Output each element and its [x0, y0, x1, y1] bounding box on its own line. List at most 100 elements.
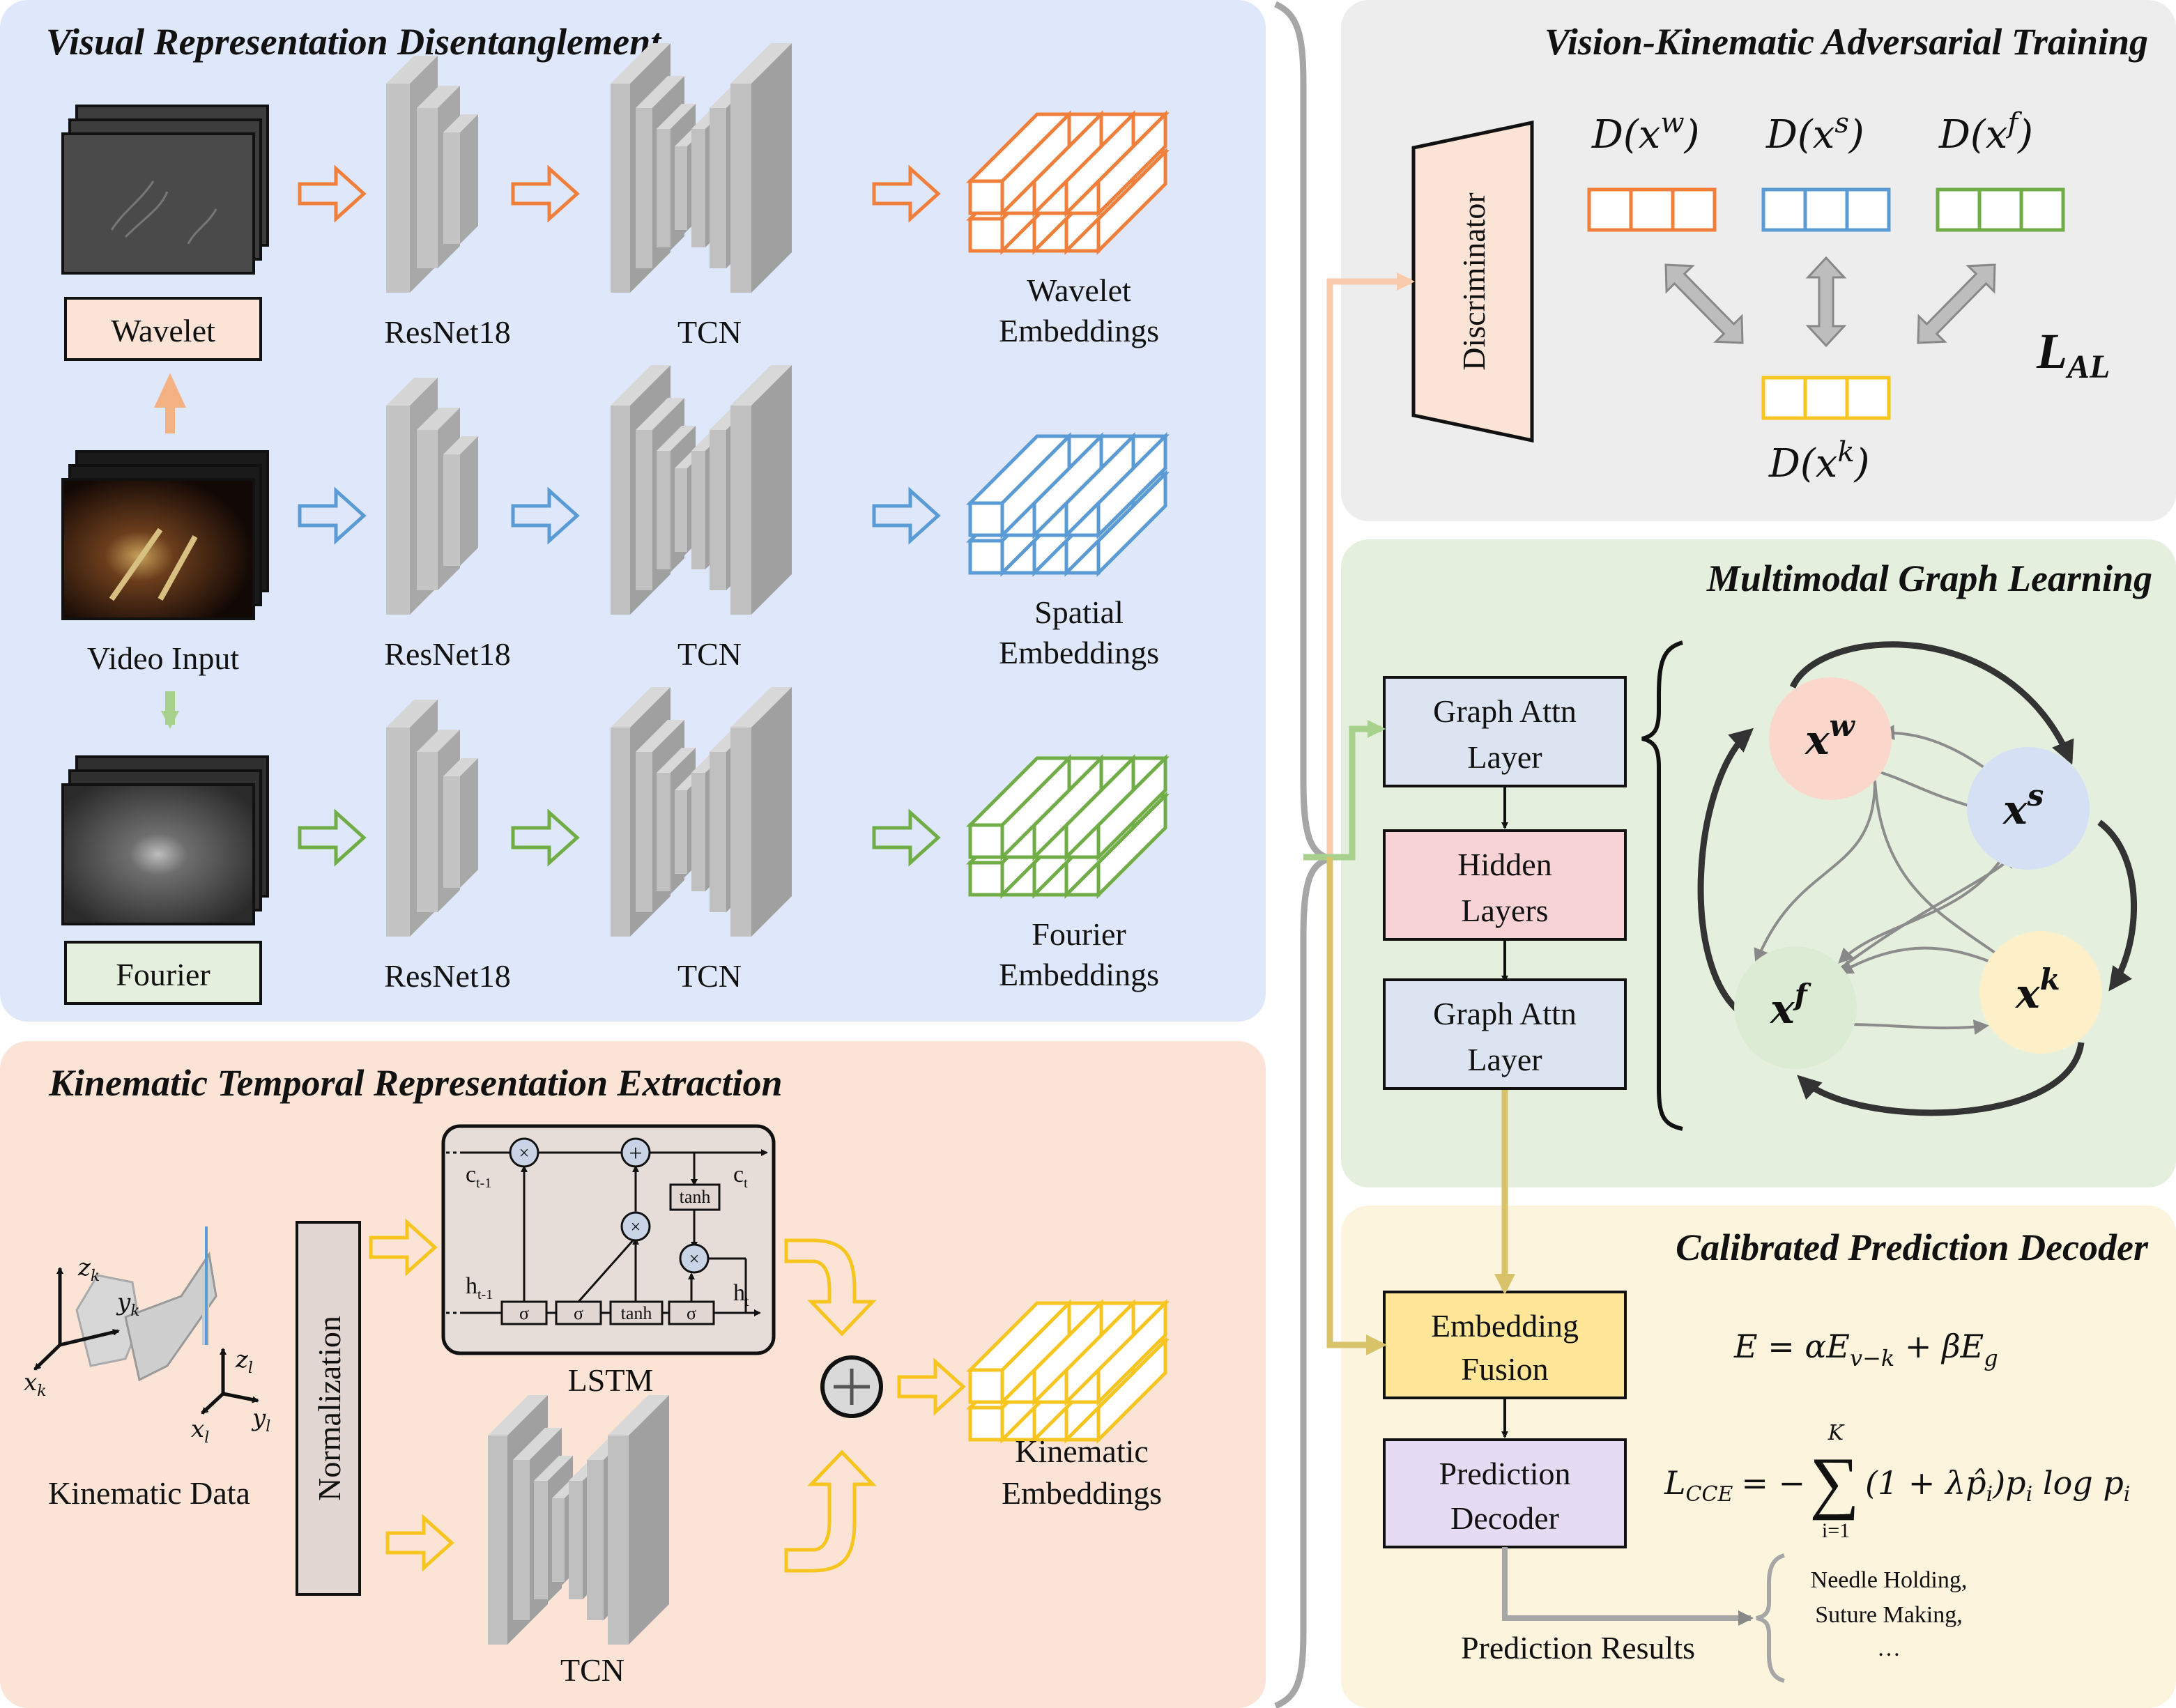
kinematic-axes — [33, 1267, 259, 1415]
decoder-to-results-arrow — [1502, 1547, 1754, 1626]
kinematic-title: Kinematic Temporal Representation Extrac… — [48, 1062, 783, 1104]
kinematic-data-label: Kinematic Data — [48, 1475, 250, 1511]
fusion-equation: E = αEv−k + βEg — [1733, 1328, 1998, 1371]
lstm-h-prev: ht-1 — [466, 1273, 493, 1302]
adversarial-vector-f — [1936, 187, 2065, 232]
resnet-label-2: ResNet18 — [384, 636, 510, 672]
kinematic-emb-line1: Kinematic — [1015, 1433, 1149, 1469]
graph-node-s — [1967, 747, 2090, 870]
row-3-resnet-arrow — [511, 808, 580, 867]
result-3: … — [1877, 1636, 1901, 1661]
graph-cycle-edge-2 — [2097, 820, 2138, 992]
resnet-block-2 — [386, 378, 478, 615]
graph-attn-layer-1-box — [1383, 676, 1627, 787]
lstm-mult-1: × — [519, 1143, 530, 1163]
result-2: Suture Making, — [1815, 1602, 1963, 1628]
graph-node-label-k: xk — [2014, 962, 2060, 1017]
kinematic-embedding-stack — [965, 1298, 1170, 1445]
fourier-label: Fourier — [116, 957, 210, 992]
graph-attn-layer-1-line2: Layer — [1467, 739, 1542, 775]
adversarial-title: Vision-Kinematic Adversarial Training — [1545, 21, 2148, 63]
svg-text:i=1: i=1 — [1822, 1519, 1850, 1542]
tcn-label-3: TCN — [677, 958, 742, 994]
graph-attn-layer-1-line1: Graph Attn — [1433, 693, 1577, 729]
lstm-gate-2: σ — [574, 1303, 583, 1323]
embedding-label-3-line2: Embeddings — [999, 957, 1159, 992]
axis-zk: zk — [77, 1254, 100, 1285]
fusion-line1: Embedding — [1431, 1308, 1579, 1344]
graph-edge-2 — [1879, 725, 1992, 774]
graph-node-f — [1734, 946, 1857, 1069]
svg-text:K: K — [1828, 1421, 1845, 1445]
fusion-line2: Fusion — [1461, 1351, 1548, 1387]
graph-cycle-edge-1 — [1789, 641, 2074, 765]
to-discriminator-connector — [1326, 272, 1415, 857]
svg-text:(1 + λp̂i)pi log pi: (1 + λp̂i)pi log pi — [1865, 1464, 2130, 1507]
kinematic-extra — [369, 1218, 1170, 1645]
adversarial-term-f: D(xf) — [1938, 107, 2033, 157]
resnet-label-1: ResNet18 — [384, 314, 510, 350]
graph-cycle-edge-4 — [1697, 728, 1754, 1015]
tcn-block-1 — [611, 43, 792, 293]
adversarial-panel — [1341, 0, 2176, 521]
axis-yk: yk — [116, 1288, 140, 1320]
kinematic-tcn-label: TCN — [560, 1652, 625, 1688]
video-to-wavelet-arrow — [154, 373, 186, 433]
video-input-label: Video Input — [87, 640, 239, 676]
graph-cycle-edge-3 — [1797, 1042, 2085, 1116]
adversarial-vector-k — [1761, 376, 1891, 420]
embedding-label-2-line2: Embeddings — [999, 635, 1159, 670]
graph-node-label-w: xw — [1804, 709, 1856, 764]
svg-text:LCCE= −: LCCE= − — [1664, 1464, 1805, 1507]
wavelet-label-box — [64, 297, 262, 361]
embedding-label-1-line2: Embeddings — [999, 313, 1159, 348]
tcn-block-2 — [611, 365, 792, 615]
lstm-cell — [441, 1124, 776, 1355]
hidden-layers-line2: Layers — [1461, 893, 1548, 928]
norm-to-lstm-arrow — [369, 1218, 438, 1277]
graph-node-label-s: xs — [2002, 778, 2044, 833]
embedding-label-3-line1: Fourier — [1032, 916, 1126, 952]
lstm-label: LSTM — [568, 1362, 654, 1398]
lstm-tanh-top: tanh — [680, 1187, 711, 1207]
row-3-tcn-arrow — [872, 808, 941, 867]
axis-xl: xl — [191, 1415, 209, 1447]
fourier-image-stack — [61, 755, 269, 925]
wavelet-image-stack — [61, 105, 269, 275]
adversarial-term-k: D(xk) — [1768, 436, 1869, 486]
adversarial-vector-w — [1587, 187, 1717, 232]
lstm-gate-1: σ — [519, 1303, 529, 1323]
graph-edge-3 — [1754, 780, 1876, 964]
adversarial-vector-s — [1761, 187, 1891, 232]
tcn-block-3 — [611, 687, 792, 937]
lstm-c-prev: ct-1 — [466, 1162, 491, 1191]
embedding-stack-3 — [965, 753, 1170, 900]
video-image-stack — [61, 450, 269, 620]
robot-arm-illustration — [75, 1226, 217, 1382]
lstm-gate-3: tanh — [621, 1303, 652, 1323]
adversarial-term-s: D(xs) — [1765, 107, 1864, 157]
graph-edge-4 — [1874, 780, 2010, 964]
decoder-title: Calibrated Prediction Decoder — [1676, 1226, 2149, 1268]
lstm-add: + — [629, 1141, 642, 1167]
graph-node-w — [1769, 677, 1892, 800]
graph-title: Multimodal Graph Learning — [1706, 557, 2152, 599]
row-2-resnet-arrow — [511, 486, 580, 545]
norm-to-tcn-arrow — [385, 1514, 454, 1572]
plus-to-embedding-arrow — [897, 1357, 966, 1416]
graph-brace — [1641, 640, 1683, 1131]
result-1: Needle Holding, — [1811, 1567, 1968, 1593]
lstm-gate-4: σ — [687, 1303, 696, 1323]
resnet-block-3 — [386, 700, 478, 937]
resnet-block-1 — [386, 56, 478, 293]
axis-yl: yl — [251, 1404, 270, 1436]
results-label: Prediction Results — [1461, 1630, 1695, 1665]
lstm-mult-2: × — [631, 1217, 641, 1237]
visual-title: Visual Representation Disentanglement — [46, 21, 662, 63]
axis-xk: xk — [24, 1369, 47, 1400]
results-brace — [1756, 1553, 1785, 1683]
graph-attn-layer-2-line2: Layer — [1467, 1042, 1542, 1077]
